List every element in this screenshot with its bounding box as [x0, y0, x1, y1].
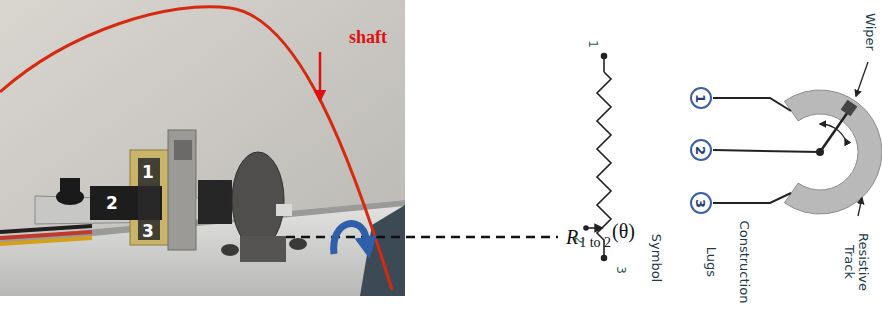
terminal-number: 3 [613, 266, 626, 274]
part-label: shaft [349, 28, 387, 48]
rotation-arrow [334, 223, 368, 254]
terminal-number: 1 [585, 40, 598, 48]
caption-label: Construction [737, 221, 751, 304]
pin-number: 2 [106, 194, 118, 213]
lug-circle: 1 [690, 87, 712, 109]
formula-argument: (θ) [612, 220, 635, 242]
lug-number: 1 [694, 93, 707, 102]
pin-number: 1 [142, 163, 154, 182]
pin-number: 3 [142, 222, 154, 241]
terminal-number: 2 [571, 236, 584, 244]
resistor-symbol [584, 54, 611, 261]
caption-label: Symbol [649, 234, 663, 282]
lug-circle: 2 [690, 139, 712, 161]
pot-construction [713, 62, 882, 216]
lug-circle: 3 [690, 192, 712, 214]
pointer-arrow [319, 52, 322, 100]
part-label: Resistive Track [842, 227, 871, 297]
lug-number: 3 [694, 198, 707, 207]
photo [0, 0, 405, 296]
part-label: Wiper [863, 13, 877, 51]
axis-line [286, 236, 558, 239]
caption-label: Lugs [704, 247, 718, 277]
lug-number: 2 [694, 145, 707, 154]
